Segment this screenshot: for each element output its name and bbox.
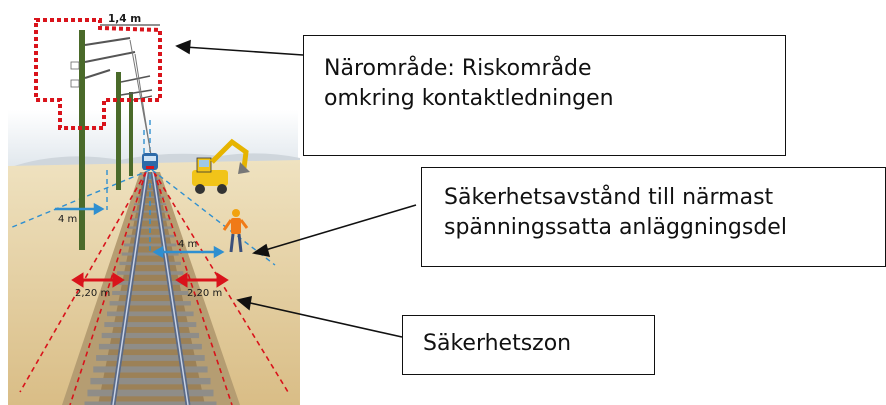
sleeper <box>109 301 191 306</box>
callout-sakerhetsavstand: Säkerhetsavstånd till närmast spänningss… <box>421 167 886 267</box>
excavator <box>192 138 250 194</box>
sleeper <box>112 290 189 296</box>
distance-label-right: 4 m <box>178 239 197 250</box>
sleeper <box>93 366 208 373</box>
sleeper <box>101 332 200 339</box>
distance-arrows <box>55 202 225 259</box>
sleeper <box>87 389 214 397</box>
callout-naromrade: Närområde: Riskområde omkring kontaktled… <box>303 35 786 156</box>
zone-arrows <box>71 272 229 288</box>
callout-sakerhetsavstand-line1: Säkerhetsavstånd till närmast <box>444 185 774 210</box>
sleeper <box>119 261 181 266</box>
sleeper <box>117 271 184 275</box>
sleeper <box>106 311 194 317</box>
callout-sakerhetszon-line1: Säkerhetszon <box>423 331 572 356</box>
callout-sakerhetsavstand-line2: spänningssatta anläggningsdel <box>444 215 787 240</box>
sleeper <box>128 226 172 229</box>
worker <box>222 209 249 253</box>
sleeper <box>114 280 186 285</box>
callout-naromrade-line2: omkring kontaktledningen <box>324 86 614 111</box>
callout-sakerhetszon: Säkerhetszon <box>402 315 655 375</box>
sleeper <box>126 234 175 238</box>
zone-label-left: 2,20 m <box>75 288 110 299</box>
distance-label-left: 4 m <box>58 214 77 225</box>
catenary-poles <box>70 30 153 250</box>
sleeper <box>104 322 197 328</box>
zone-label-right: 2,20 m <box>187 288 222 299</box>
callout-naromrade-line1: Närområde: Riskområde <box>324 56 592 81</box>
sleeper <box>90 377 211 385</box>
risk-zone-outline <box>34 18 162 130</box>
railway-sleepers <box>84 174 217 405</box>
width-label: 1,4 m <box>108 13 141 25</box>
sleeper <box>137 189 163 192</box>
sleeper <box>121 252 179 256</box>
sleeper <box>140 178 160 180</box>
sleeper <box>123 243 177 247</box>
callout-arrows <box>175 39 417 338</box>
train <box>142 153 158 170</box>
sleeper <box>98 343 202 350</box>
sleeper <box>135 196 165 198</box>
sleeper <box>96 355 205 361</box>
sleeper <box>84 401 217 405</box>
